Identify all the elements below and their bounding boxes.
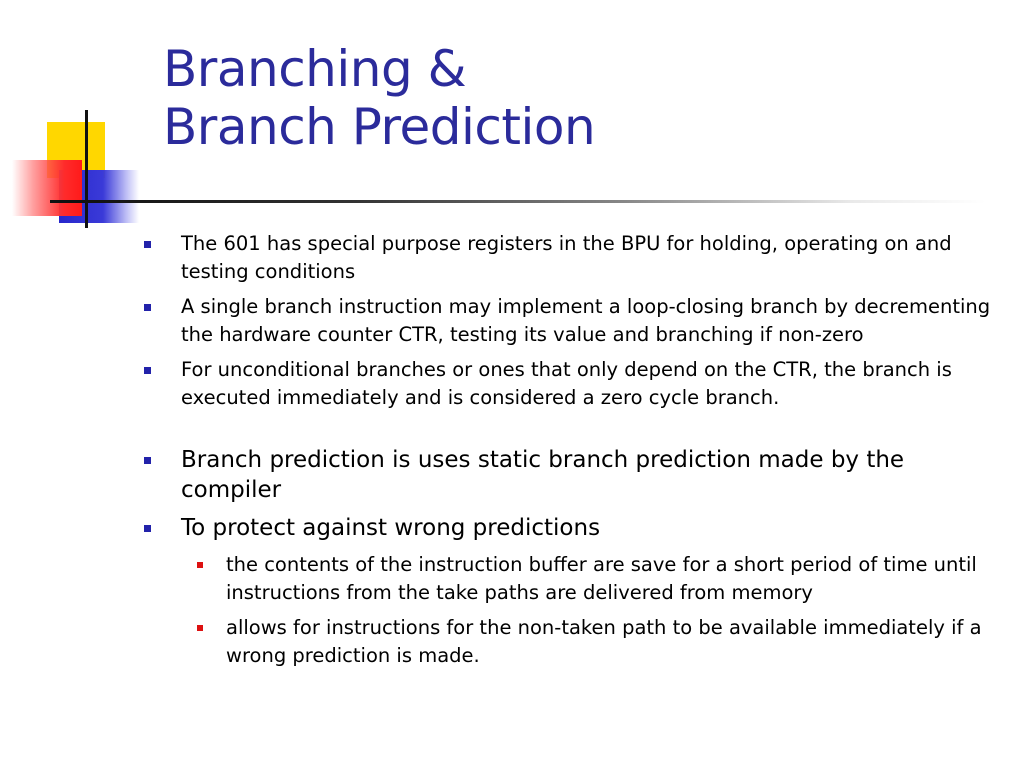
bullet-text: A single branch instruction may implemen… bbox=[181, 295, 991, 346]
vertical-line-decoration bbox=[85, 110, 88, 228]
horizontal-line-decoration bbox=[50, 200, 110, 203]
square-bullet-icon bbox=[144, 367, 151, 374]
bullet-item: A single branch instruction may implemen… bbox=[140, 293, 1000, 349]
title-line-2: Branch Prediction bbox=[163, 98, 596, 156]
bullet-item: To protect against wrong predictions bbox=[140, 513, 1000, 543]
bullet-text: The 601 has special purpose registers in… bbox=[181, 232, 952, 283]
title-divider-rule bbox=[86, 200, 986, 203]
bullet-text: To protect against wrong predictions bbox=[181, 515, 601, 541]
sub-bullet-item: allows for instructions for the non-take… bbox=[185, 614, 1000, 670]
slide-title: Branching & Branch Prediction bbox=[163, 40, 596, 156]
red-square-decoration bbox=[12, 160, 82, 216]
bullet-item: The 601 has special purpose registers in… bbox=[140, 230, 1000, 286]
red-square-bullet-icon bbox=[197, 625, 203, 631]
title-line-1: Branching & bbox=[163, 40, 467, 98]
square-bullet-icon bbox=[144, 457, 151, 464]
bullet-text: For unconditional branches or ones that … bbox=[181, 358, 952, 409]
sub-bullet-text: allows for instructions for the non-take… bbox=[226, 616, 982, 667]
sub-bullet-item: the contents of the instruction buffer a… bbox=[185, 551, 1000, 607]
square-bullet-icon bbox=[144, 241, 151, 248]
bullet-list: The 601 has special purpose registers in… bbox=[140, 230, 1000, 677]
bullet-item: For unconditional branches or ones that … bbox=[140, 356, 1000, 412]
bullet-text: Branch prediction is uses static branch … bbox=[181, 447, 905, 503]
square-bullet-icon bbox=[144, 304, 151, 311]
red-square-bullet-icon bbox=[197, 562, 203, 568]
spacer bbox=[140, 419, 1000, 445]
sub-bullet-text: the contents of the instruction buffer a… bbox=[226, 553, 977, 604]
bullet-item: Branch prediction is uses static branch … bbox=[140, 445, 1000, 505]
square-bullet-icon bbox=[144, 525, 151, 532]
